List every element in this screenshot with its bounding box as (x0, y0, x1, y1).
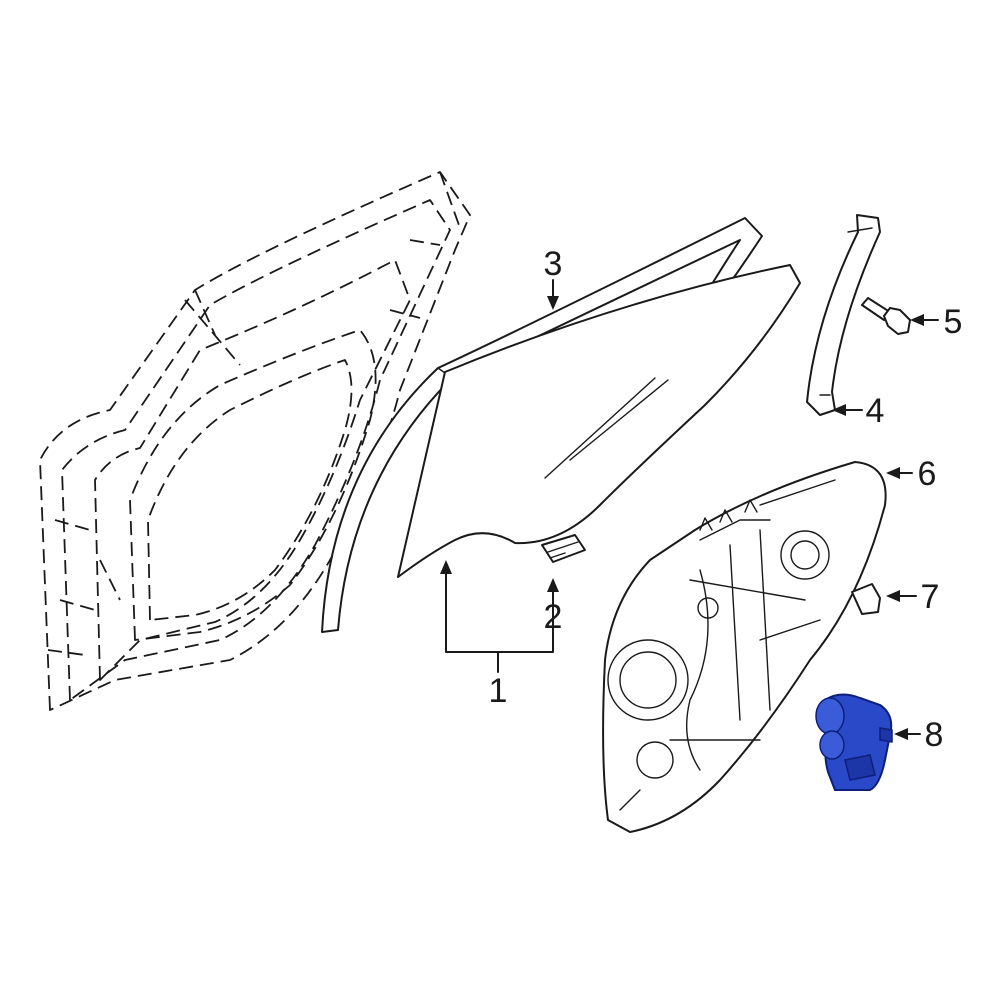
callout-3: 3 (544, 245, 563, 283)
callout-1: 1 (489, 672, 508, 710)
clip (851, 583, 881, 615)
callout-8: 8 (925, 716, 944, 754)
door-glass (397, 264, 801, 578)
callout-7: 7 (921, 578, 940, 616)
callout-5: 5 (944, 303, 963, 341)
rear-channel (806, 214, 881, 416)
window-motor (815, 693, 893, 791)
callout-4: 4 (866, 392, 885, 430)
glass-bracket (541, 534, 586, 563)
callout-labels: 1 2 3 4 5 6 7 8 (489, 245, 963, 754)
door-shell-outline (39, 171, 471, 711)
door-module-panel (602, 461, 887, 833)
callout-6: 6 (918, 455, 937, 493)
callout-2: 2 (544, 598, 563, 636)
bolt (861, 297, 911, 335)
leader-lines (440, 279, 939, 740)
